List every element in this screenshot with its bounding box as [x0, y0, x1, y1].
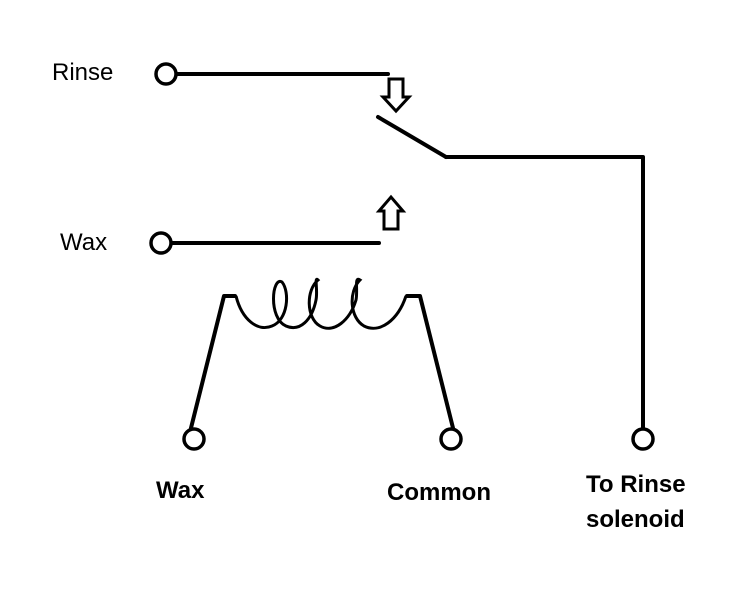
coil-left-lead	[189, 294, 237, 430]
wax-coil-label: Wax	[156, 477, 205, 504]
common-label: Common	[387, 479, 491, 506]
to-rinse-solenoid-terminal	[631, 427, 655, 451]
up-arrow-icon	[375, 194, 407, 231]
rinse-label: Rinse	[52, 59, 113, 86]
wax-contact-label: Wax	[60, 229, 107, 256]
down-arrow-icon	[379, 77, 413, 114]
rinse-terminal	[154, 62, 178, 86]
relay-coil	[189, 277, 455, 430]
wax-coil-terminal	[182, 427, 206, 451]
coil-right-lead	[405, 294, 455, 430]
wax-contact-terminal	[149, 231, 173, 255]
switch-blade	[376, 115, 448, 159]
common-terminal	[439, 427, 463, 451]
to-rinse-solenoid-wire	[444, 155, 645, 430]
coil-windings	[234, 277, 408, 330]
to-rinse-label-line2: solenoid	[586, 506, 685, 533]
to-rinse-label-line1: To Rinse	[586, 471, 686, 498]
